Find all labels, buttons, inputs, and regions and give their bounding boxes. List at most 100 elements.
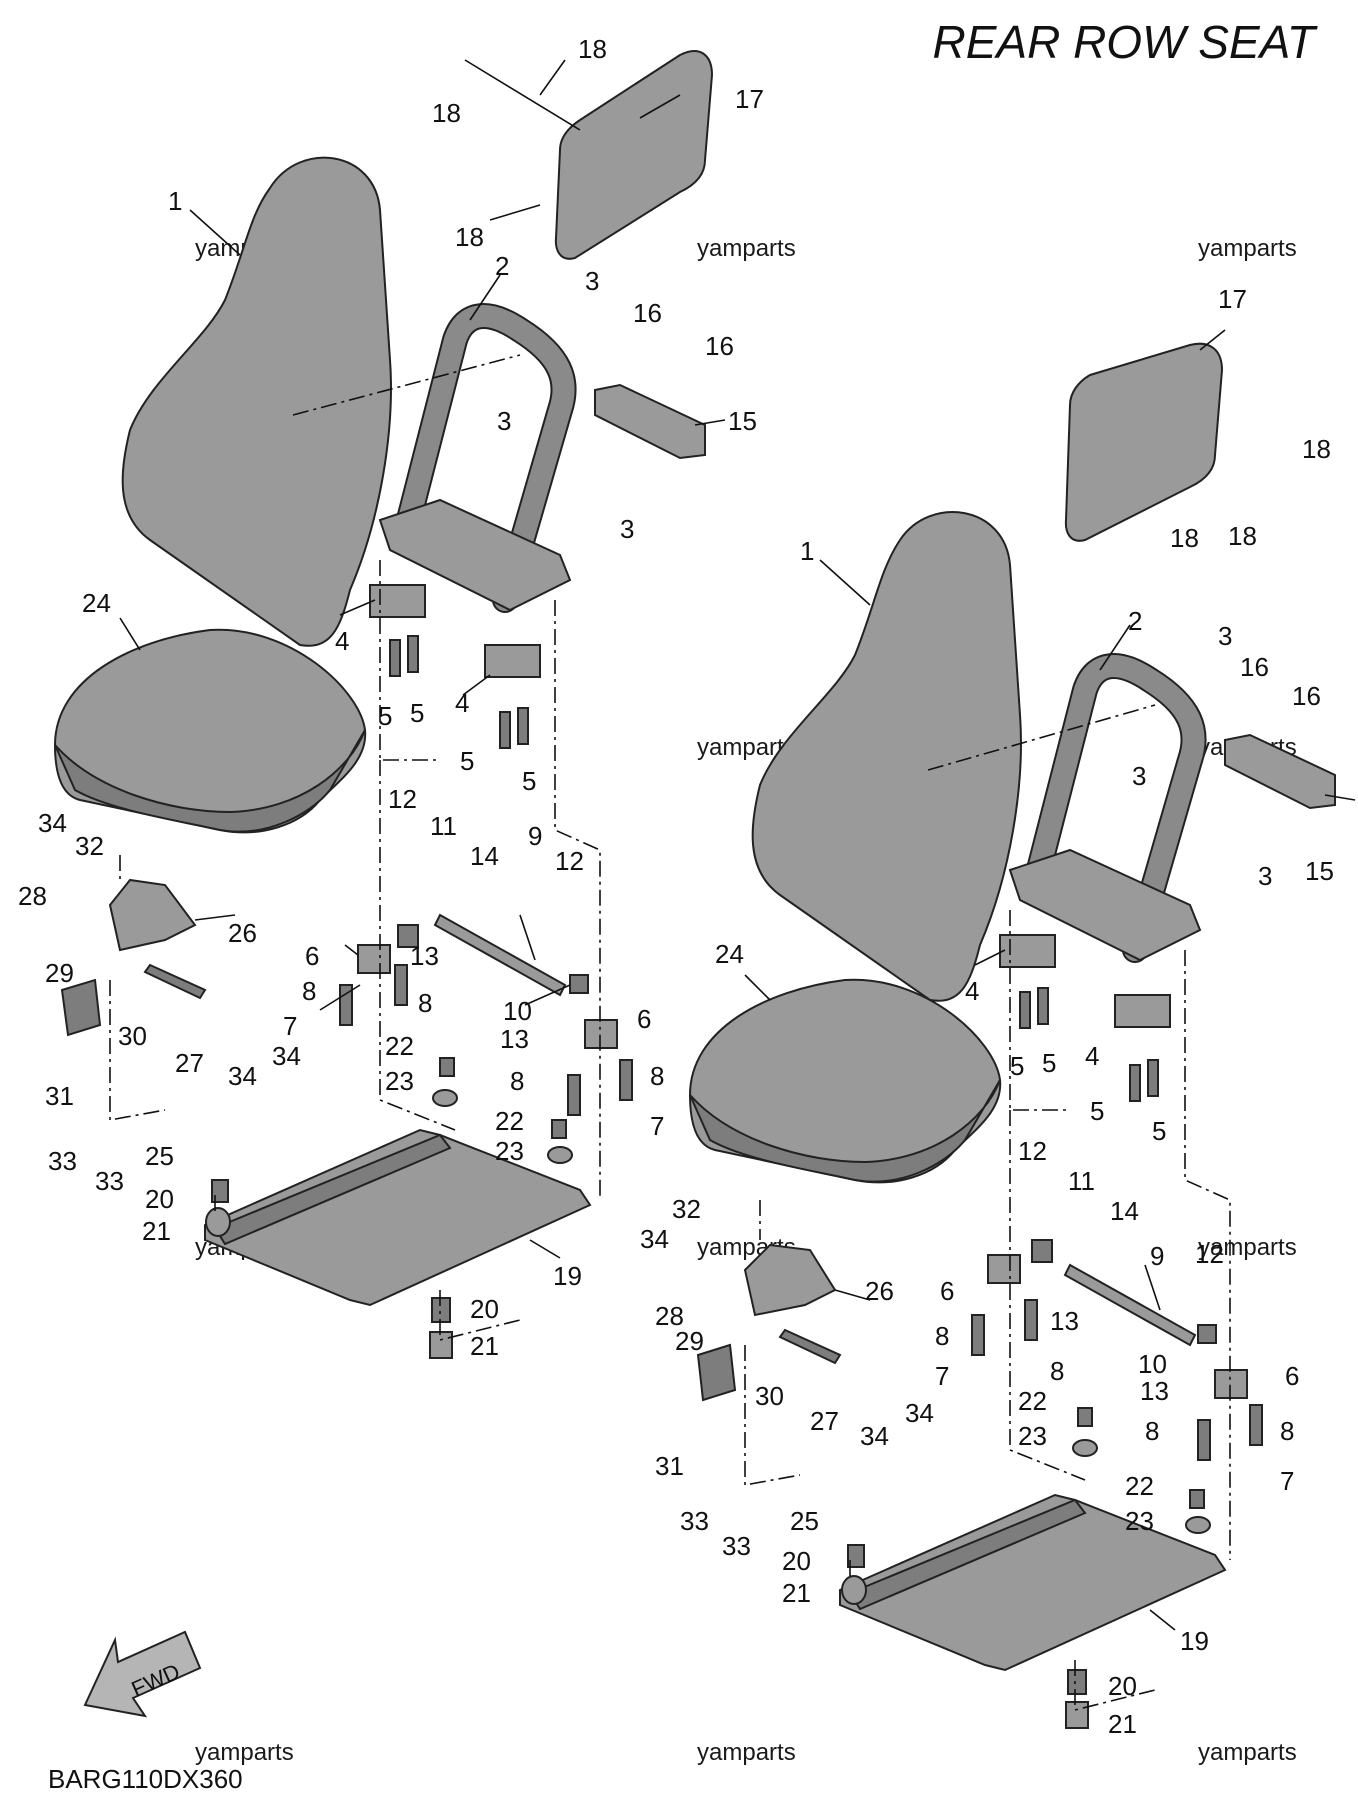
latch-block xyxy=(584,1019,618,1049)
callout-29: 29 xyxy=(45,958,74,988)
callout-3: 3 xyxy=(1258,861,1272,891)
bolt xyxy=(551,1119,567,1139)
backrest-frame-base xyxy=(1008,848,1202,962)
bracket xyxy=(1224,733,1336,810)
bolt xyxy=(1147,1059,1159,1097)
callout-13: 13 xyxy=(1140,1376,1169,1406)
callout-9: 9 xyxy=(528,821,542,851)
callout-8: 8 xyxy=(418,988,432,1018)
callout-16: 16 xyxy=(1240,652,1269,682)
callout-34: 34 xyxy=(905,1398,934,1428)
lever xyxy=(1031,1239,1053,1263)
latch-block xyxy=(987,1254,1021,1284)
collar xyxy=(841,1575,867,1605)
callout-2: 2 xyxy=(495,251,509,281)
bolt xyxy=(1129,1064,1141,1102)
callout-31: 31 xyxy=(45,1081,74,1111)
callout-23: 23 xyxy=(385,1066,414,1096)
watermark: yamparts xyxy=(195,1739,294,1766)
callout-15: 15 xyxy=(1305,856,1334,886)
callout-33: 33 xyxy=(48,1146,77,1176)
bolt xyxy=(1067,1669,1087,1695)
callout-30: 30 xyxy=(755,1381,784,1411)
callout-18: 18 xyxy=(432,98,461,128)
watermark: yamparts xyxy=(697,1739,796,1766)
callout-17: 17 xyxy=(1218,284,1247,314)
callout-28: 28 xyxy=(655,1301,684,1331)
callout-14: 14 xyxy=(470,841,499,871)
callout-30: 30 xyxy=(118,1021,147,1051)
callout-3: 3 xyxy=(1132,761,1146,791)
callout-8: 8 xyxy=(1280,1416,1294,1446)
fwd-arrow-icon: FWD xyxy=(83,1630,202,1718)
callout-12: 12 xyxy=(1195,1239,1224,1269)
callout-8: 8 xyxy=(302,976,316,1006)
collar xyxy=(1065,1701,1089,1729)
callout-33: 33 xyxy=(722,1531,751,1561)
latch-block xyxy=(1214,1369,1248,1399)
bolt xyxy=(1197,1419,1211,1461)
callout-24: 24 xyxy=(715,939,744,969)
callout-12: 12 xyxy=(1018,1136,1047,1166)
callout-28: 28 xyxy=(18,881,47,911)
seat-rail-frame xyxy=(204,1128,592,1307)
lever xyxy=(397,924,419,948)
callout-14: 14 xyxy=(1110,1196,1139,1226)
washer xyxy=(547,1146,573,1164)
callout-8: 8 xyxy=(650,1061,664,1091)
callout-7: 7 xyxy=(1280,1466,1294,1496)
latch-block xyxy=(357,944,391,974)
rod xyxy=(778,1328,842,1365)
hinge-block xyxy=(369,584,426,618)
diagram-title: REAR ROW SEAT xyxy=(932,16,1317,68)
callout-5: 5 xyxy=(460,746,474,776)
bolt xyxy=(407,635,419,673)
callout-32: 32 xyxy=(75,831,104,861)
bolt xyxy=(1249,1404,1263,1446)
washer xyxy=(1185,1516,1211,1534)
callout-17: 17 xyxy=(735,84,764,114)
bolt xyxy=(1024,1299,1038,1341)
callout-8: 8 xyxy=(935,1321,949,1351)
left-seat-assembly: 1 2 3 3 3 4 4 5 5 5 5 6 6 7 7 8 8 8 8 9 … xyxy=(18,34,764,1361)
callouts: 1 2 3 3 3 4 4 5 5 5 5 6 6 7 7 8 8 8 8 9 … xyxy=(18,34,764,1361)
callout-21: 21 xyxy=(470,1331,499,1361)
bolt xyxy=(499,711,511,749)
callout-21: 21 xyxy=(782,1578,811,1608)
callout-27: 27 xyxy=(175,1048,204,1078)
bolt xyxy=(1189,1489,1205,1509)
callout-34: 34 xyxy=(640,1224,669,1254)
callout-4: 4 xyxy=(455,688,469,718)
callout-32: 32 xyxy=(672,1194,701,1224)
diagram-code: BARG110DX360 xyxy=(48,1764,243,1794)
bolt xyxy=(431,1297,451,1323)
callout-20: 20 xyxy=(782,1546,811,1576)
callout-5: 5 xyxy=(1010,1051,1024,1081)
seat-backrest xyxy=(751,511,1022,1002)
callout-5: 5 xyxy=(1090,1096,1104,1126)
bolt xyxy=(1037,987,1049,1025)
callout-10: 10 xyxy=(503,996,532,1026)
callout-11: 11 xyxy=(1068,1166,1095,1196)
leader-lines xyxy=(744,329,1356,1631)
leader-lines xyxy=(119,59,726,1259)
callout-22: 22 xyxy=(385,1031,414,1061)
mount-plate xyxy=(743,1243,837,1317)
collar xyxy=(205,1207,231,1237)
callout-6: 6 xyxy=(1285,1361,1299,1391)
callout-29: 29 xyxy=(675,1326,704,1356)
callout-33: 33 xyxy=(95,1166,124,1196)
callout-20: 20 xyxy=(470,1294,499,1324)
seat-switch xyxy=(60,978,102,1037)
callout-3: 3 xyxy=(585,266,599,296)
seat-backrest xyxy=(121,156,392,647)
callout-16: 16 xyxy=(1292,681,1321,711)
callout-9: 9 xyxy=(1150,1241,1164,1271)
callout-21: 21 xyxy=(142,1216,171,1246)
rod xyxy=(143,963,207,1000)
callout-23: 23 xyxy=(1018,1421,1047,1451)
callout-8: 8 xyxy=(1050,1356,1064,1386)
callout-15: 15 xyxy=(728,406,757,436)
callout-22: 22 xyxy=(1125,1471,1154,1501)
callout-6: 6 xyxy=(940,1276,954,1306)
